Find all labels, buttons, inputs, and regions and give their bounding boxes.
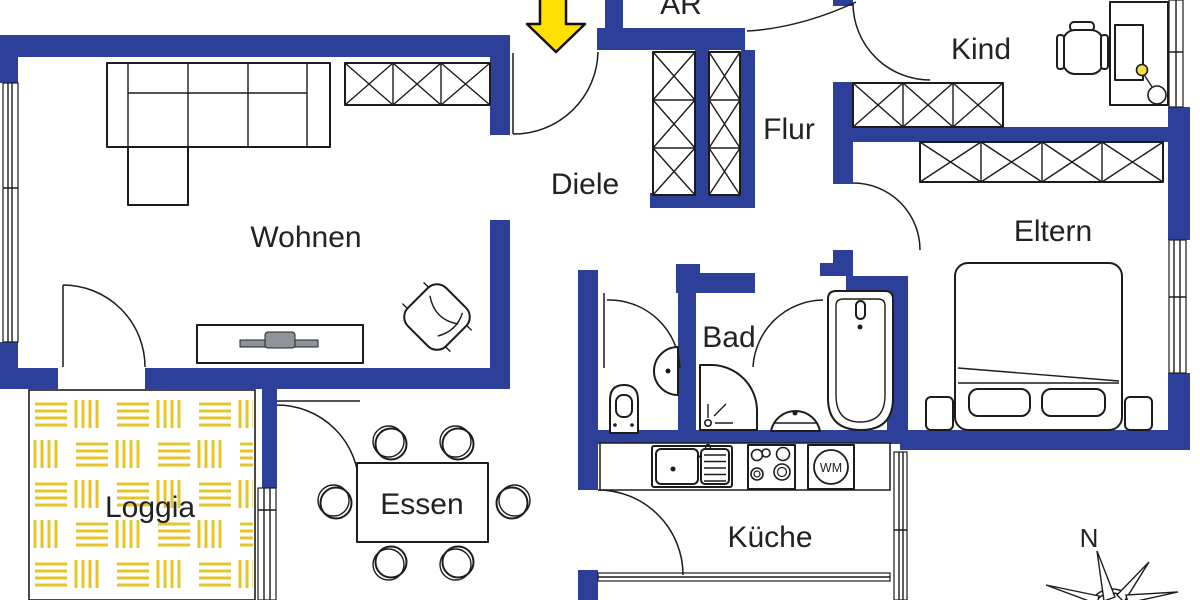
tv-board (196, 324, 364, 364)
room-label-essen: Essen (380, 488, 463, 521)
room-label-ar: AR (660, 0, 702, 21)
chair (439, 425, 475, 461)
nightstand-left (925, 396, 954, 431)
window-kind-right (1168, 0, 1184, 108)
kitchen-sink (651, 443, 733, 488)
compass-north-label: N (1080, 523, 1099, 553)
bathtub (827, 290, 894, 431)
room-label-wohnen: Wohnen (250, 221, 361, 254)
room-label-kind: Kind (951, 33, 1011, 66)
compass-rose-icon: N (1045, 523, 1179, 600)
wardrobe-flur-right (708, 51, 741, 196)
wardrobe-kind (852, 82, 1004, 128)
washing-machine: WM (807, 444, 855, 490)
pillow (968, 388, 1031, 417)
dining-table (356, 462, 489, 543)
desk-lamp-icon (1135, 63, 1167, 105)
wardrobe-eltern (919, 141, 1164, 183)
entrance-arrow-icon (525, 0, 587, 54)
room-label-bad: Bad (702, 321, 755, 354)
shower (699, 364, 758, 431)
room-label-eltern: Eltern (1014, 215, 1092, 248)
wc-sink (653, 346, 679, 396)
window-kueche-right (893, 451, 908, 600)
loggia-floor (28, 389, 256, 600)
room-label-flur: Flur (763, 113, 815, 146)
sofa (106, 62, 331, 206)
window-wohnen-left (2, 82, 19, 343)
entrance-door-arc (512, 51, 599, 135)
pillow (1041, 388, 1106, 417)
room-label-loggia: Loggia (105, 491, 195, 524)
bad-sink (770, 410, 821, 432)
washing-machine-label: WM (820, 461, 842, 475)
eltern-door-arc (852, 182, 921, 251)
dining-chairs (317, 425, 531, 581)
chair (372, 545, 408, 581)
ar-door-arc (746, 1, 857, 32)
chair (372, 425, 408, 461)
essen-door-arc (276, 400, 360, 488)
room-label-diele: Diele (551, 168, 619, 201)
window-kueche-bottom (597, 572, 891, 582)
kueche-door-arc (597, 489, 684, 576)
armchair (401, 281, 473, 353)
double-bed (954, 262, 1123, 431)
bad-door-arc (752, 299, 824, 368)
desk-chair (1056, 21, 1109, 75)
chair (495, 484, 531, 520)
chair (439, 545, 475, 581)
wardrobe-flur-left (652, 51, 696, 196)
room-labels: Wohnen Diele AR Flur Kind Eltern Bad Küc… (105, 0, 1092, 554)
toilet (609, 384, 639, 434)
chair (317, 484, 353, 520)
loggia-door-window (257, 487, 277, 600)
window-eltern-right (1168, 239, 1187, 374)
room-label-kueche: Küche (727, 521, 812, 554)
nightstand-right (1124, 396, 1153, 431)
loggia-door-arc (62, 284, 146, 368)
stove (747, 444, 796, 490)
kitchen-counter: WM (599, 442, 891, 491)
door-arcs (62, 1, 931, 576)
sideboard-wohnen (344, 62, 491, 106)
kind-door-arc (852, 2, 931, 81)
